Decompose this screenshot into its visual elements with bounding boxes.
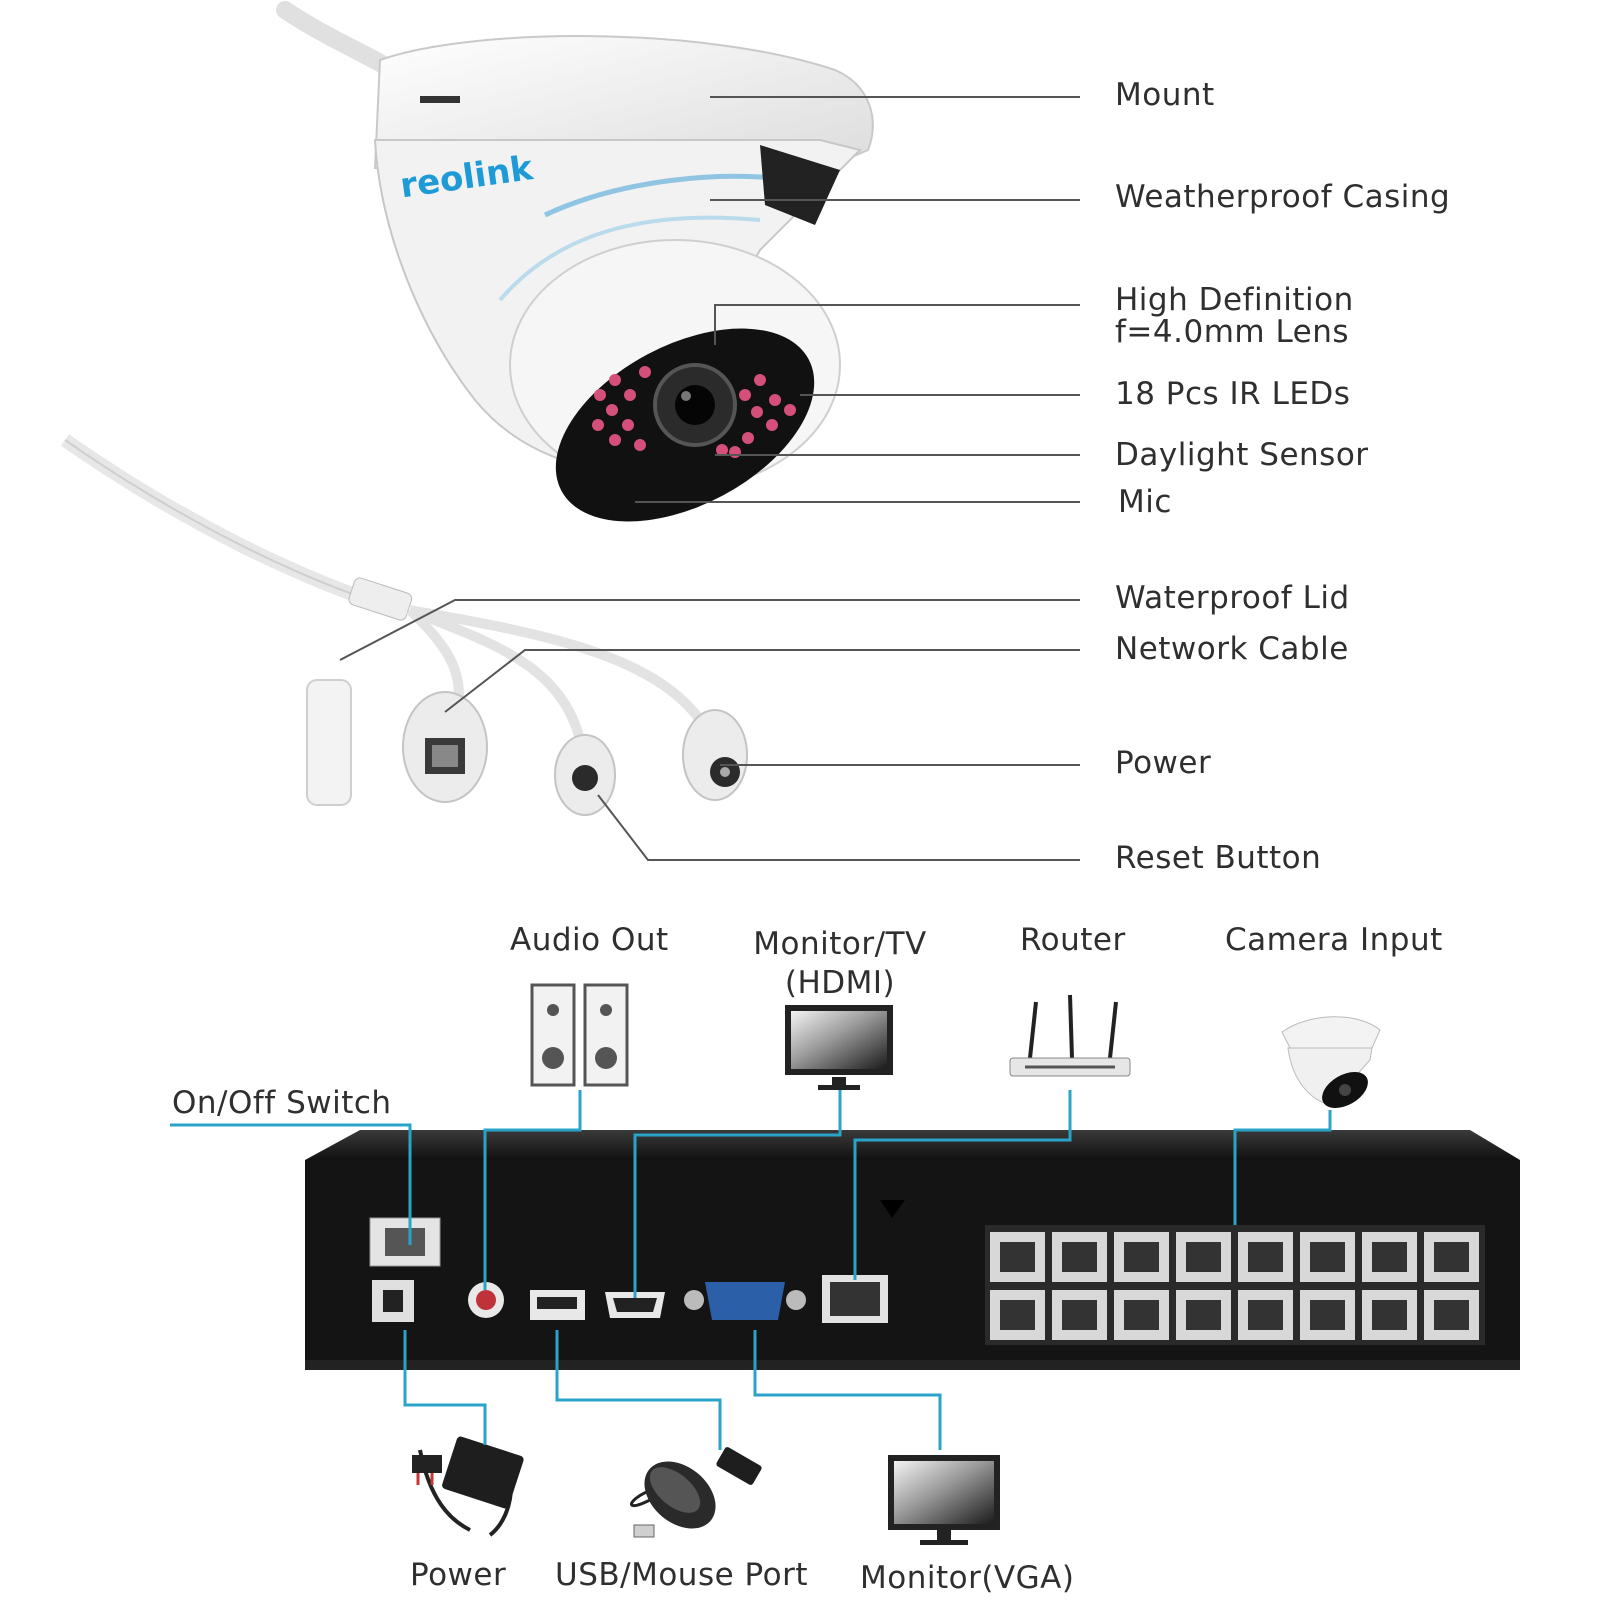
monitor-hdmi-icon bbox=[785, 1005, 893, 1090]
label-monitor-tv-line1: Monitor/TV bbox=[753, 926, 927, 962]
monitor-vga-icon bbox=[888, 1455, 1000, 1545]
label-audio-out: Audio Out bbox=[510, 922, 669, 958]
router-icon bbox=[1009, 994, 1131, 1077]
label-daylight-sensor: Daylight Sensor bbox=[1115, 437, 1369, 473]
dome-camera: reolink bbox=[276, 1, 874, 522]
power-adapter-icon bbox=[412, 1436, 524, 1537]
label-monitor-vga: Monitor(VGA) bbox=[860, 1560, 1075, 1596]
label-mic: Mic bbox=[1118, 484, 1172, 520]
nvr-connector-lines bbox=[170, 1090, 1332, 1450]
usb-mouse-icon bbox=[630, 1447, 762, 1538]
camera-cables bbox=[61, 434, 748, 816]
label-lens-line1: High Definition bbox=[1115, 282, 1354, 318]
label-camera-input: Camera Input bbox=[1225, 922, 1443, 958]
poe-ports bbox=[985, 1225, 1485, 1345]
label-power-camera: Power bbox=[1115, 745, 1212, 781]
label-weatherproof-casing: Weatherproof Casing bbox=[1115, 179, 1451, 215]
label-power-nvr: Power bbox=[410, 1557, 507, 1593]
label-on-off-switch: On/Off Switch bbox=[172, 1085, 392, 1121]
label-lens-line2: f=4.0mm Lens bbox=[1115, 314, 1350, 350]
label-usb-mouse-port: USB/Mouse Port bbox=[555, 1557, 808, 1593]
label-mount: Mount bbox=[1115, 77, 1215, 113]
ir-leds bbox=[592, 366, 796, 458]
label-monitor-tv: Monitor/TV (HDMI) bbox=[730, 925, 950, 1003]
label-router: Router bbox=[1020, 922, 1126, 958]
label-reset-button: Reset Button bbox=[1115, 840, 1322, 876]
label-network-cable: Network Cable bbox=[1115, 631, 1349, 667]
nvr-recorder bbox=[305, 1130, 1520, 1370]
camera-input-icon bbox=[1281, 1016, 1381, 1109]
label-monitor-tv-line2: (HDMI) bbox=[784, 964, 896, 1001]
camera-leader-lines bbox=[339, 96, 1080, 861]
label-ir-leds: 18 Pcs IR LEDs bbox=[1115, 376, 1351, 412]
speakers-icon bbox=[530, 983, 629, 1087]
label-waterproof-lid: Waterproof Lid bbox=[1115, 580, 1350, 616]
